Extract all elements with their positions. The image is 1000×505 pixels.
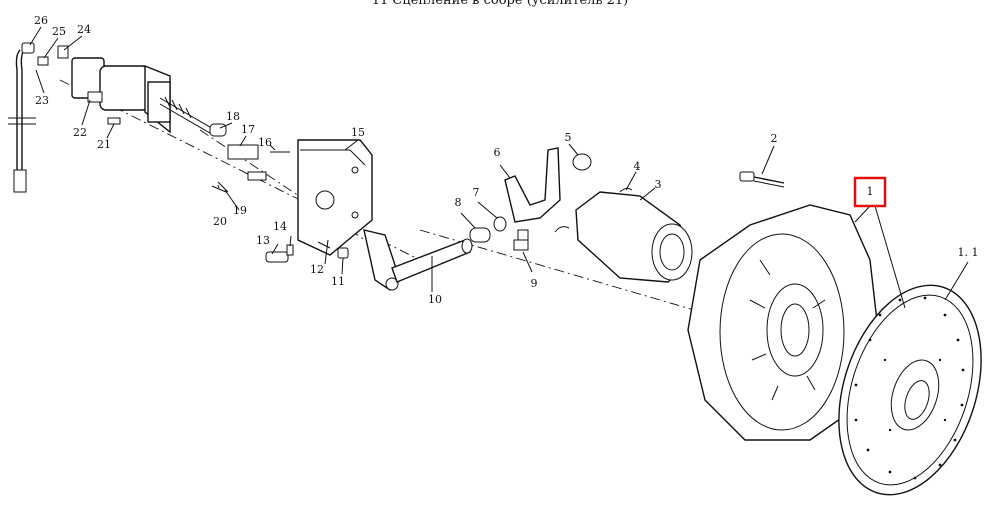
callout-5: 5 xyxy=(565,131,572,144)
callout-2: 2 xyxy=(771,132,778,145)
callout-23: 23 xyxy=(35,94,49,107)
highlight-box xyxy=(853,176,887,208)
part-rod-assembly xyxy=(209,123,290,193)
callout-19: 19 xyxy=(233,204,247,217)
callout-6: 6 xyxy=(494,146,501,159)
part-hose xyxy=(8,42,69,193)
callout-10: 10 xyxy=(428,293,442,306)
callout-16: 16 xyxy=(258,136,272,149)
callout-7: 7 xyxy=(473,186,480,199)
callout-1: 1 xyxy=(867,185,874,198)
part-bolt-2 xyxy=(739,171,785,188)
callout-12: 12 xyxy=(310,263,324,276)
callout-18: 18 xyxy=(226,110,240,123)
header-title: 11 Сцепление в сборе (усилитель 21) xyxy=(372,0,629,8)
callout-24: 24 xyxy=(77,23,91,36)
callout-9: 9 xyxy=(531,277,538,290)
part-clutch-disc xyxy=(838,284,982,496)
callout-1-1: 1. 1 xyxy=(958,246,979,259)
axis-line-main xyxy=(419,229,901,371)
callout-8: 8 xyxy=(455,196,462,209)
part-bracket xyxy=(297,139,401,291)
part-release-bearing xyxy=(554,187,693,283)
part-pressure-plate xyxy=(687,204,879,441)
callout-17: 17 xyxy=(241,123,255,136)
callout-26: 26 xyxy=(34,14,48,27)
callout-13: 13 xyxy=(256,234,270,247)
callout-22: 22 xyxy=(73,126,87,139)
part-shaft xyxy=(391,238,473,283)
part-booster xyxy=(71,57,216,137)
leader-lines xyxy=(29,26,969,309)
callout-labels: 1 1. 1 2 3 4 5 6 7 8 9 10 11 12 13 14 15… xyxy=(34,14,979,306)
part-fork xyxy=(504,147,561,251)
callout-11: 11 xyxy=(331,275,345,288)
callout-21: 21 xyxy=(97,138,111,151)
callout-15: 15 xyxy=(351,126,365,139)
callout-3: 3 xyxy=(655,178,662,191)
callout-25: 25 xyxy=(52,25,66,38)
callout-14: 14 xyxy=(273,220,287,233)
callout-20: 20 xyxy=(213,215,227,228)
part-bushing xyxy=(469,216,507,243)
part-small-bushing xyxy=(572,153,592,171)
callout-4: 4 xyxy=(634,160,641,173)
